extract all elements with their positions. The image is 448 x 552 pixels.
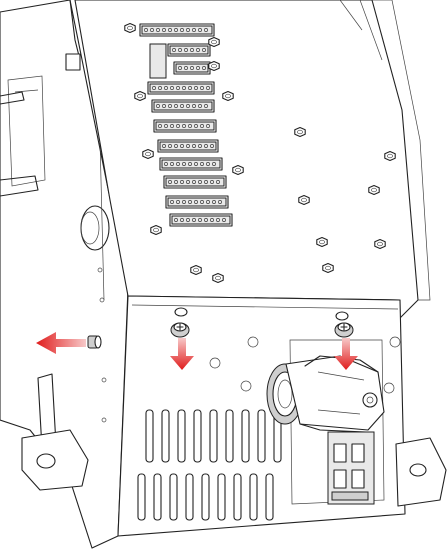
terminal-block (167, 43, 211, 57)
vent-slot (217, 409, 234, 521)
top-cover (74, 0, 431, 319)
arrow-down-left (170, 338, 194, 370)
pcb-header (327, 431, 375, 505)
terminal-block (139, 23, 215, 37)
hex-nut (208, 60, 220, 72)
arrow-left (36, 332, 86, 354)
terminal-block (173, 61, 211, 75)
terminal-block (157, 139, 219, 153)
hex-nut (384, 150, 396, 162)
hex-nut (294, 126, 306, 138)
cover-screw-hole-right (335, 311, 349, 321)
terminal-block (169, 213, 233, 227)
hex-nut (124, 22, 136, 34)
hex-nut (142, 148, 154, 160)
vent-slot (249, 409, 266, 521)
terminal-block-group (139, 23, 233, 227)
terminal-block (165, 195, 229, 209)
hex-nut-group (124, 22, 396, 284)
vent-slot (169, 409, 186, 521)
vent-slot (153, 409, 170, 521)
vent-slot (233, 409, 250, 521)
front-right-screw (334, 322, 354, 338)
terminal-block (163, 175, 227, 189)
hex-nut (374, 238, 386, 250)
hex-nut (298, 194, 310, 206)
cover-screw-hole-left (174, 307, 188, 317)
front-left-screw (170, 322, 190, 338)
hex-nut (368, 184, 380, 196)
vent-slot (185, 409, 202, 521)
hex-nut (212, 272, 224, 284)
circular-connector (266, 355, 385, 433)
hex-nut (232, 164, 244, 176)
hex-nut (322, 262, 334, 274)
hex-nut (150, 224, 162, 236)
terminal-block (159, 157, 223, 171)
terminal-block (153, 119, 217, 133)
left-side-wall (0, 0, 129, 549)
vent-slot-group (137, 409, 282, 521)
hex-nut (222, 90, 234, 102)
hex-nut (190, 264, 202, 276)
hex-nut (316, 236, 328, 248)
dip-switch (149, 43, 167, 79)
hex-nut (134, 90, 146, 102)
vent-slot (137, 409, 154, 521)
terminal-block (147, 81, 215, 95)
hex-nut (208, 36, 220, 48)
arrow-down-right (334, 338, 358, 370)
left-side-screw (87, 335, 102, 349)
vent-slot (201, 409, 218, 521)
terminal-block (151, 99, 215, 113)
